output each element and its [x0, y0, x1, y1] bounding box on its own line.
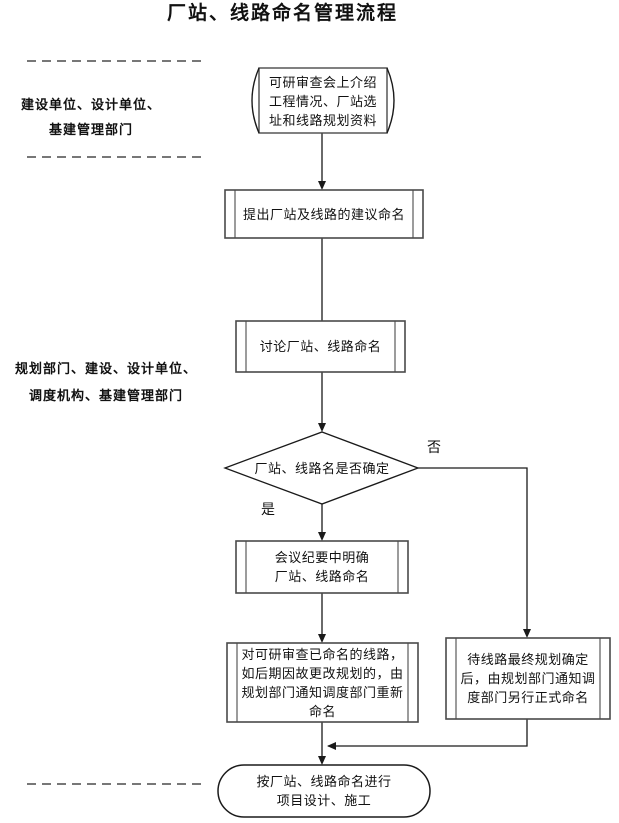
- swimlane-label-planning-departments: 规划部门、建设、设计单位、 调度机构、基建管理部门: [14, 361, 197, 403]
- decision-diamond: [223, 431, 420, 505]
- discuss-process-box: [235, 320, 406, 373]
- arrowhead-into-propose: [318, 181, 326, 190]
- rename-node-text: 对可研审查已命名的线路， 如后期因故更改规划的，由 规划部门通知调度部门重新 命…: [241, 647, 404, 719]
- propose-process-box: [224, 189, 424, 239]
- arrowhead-into-rename: [318, 634, 326, 643]
- start-data-text: 可研审查会上介绍 工程情况、厂站选 址和线路规划资料: [268, 75, 377, 128]
- flow-connectors: [321, 133, 528, 763]
- formal-process-box: [445, 637, 611, 720]
- end-node-text: 按厂站、线路命名进行 项目设计、施工: [256, 774, 392, 808]
- arrowhead-into-mainline: [327, 742, 336, 750]
- dashed-separators: [27, 60, 203, 785]
- end-terminator-shape: [217, 764, 431, 818]
- decision-no-label: 否: [427, 441, 441, 456]
- arrowheads: [318, 181, 531, 765]
- page-title: 厂站、线路命名管理流程: [166, 3, 398, 24]
- propose-node-text: 提出厂站及线路的建议命名: [242, 207, 405, 222]
- arrow-formal-to-mainline: [328, 719, 528, 747]
- rename-process-box: [226, 642, 419, 723]
- arrowhead-into-decision: [318, 423, 326, 432]
- decision-yes-label: 是: [261, 503, 275, 518]
- decision-node-text: 厂站、线路名是否确定: [254, 461, 390, 476]
- discuss-node-text: 讨论厂站、线路命名: [259, 339, 382, 354]
- arrow-decision-no-branch: [418, 467, 528, 636]
- arrowhead-into-formal: [523, 629, 531, 638]
- swimlane-label-construction-units: 建设单位、设计单位、 基建管理部门: [20, 97, 161, 137]
- arrowhead-into-end: [318, 756, 326, 765]
- arrowhead-into-minutes: [318, 532, 326, 541]
- minutes-process-box: [235, 540, 409, 594]
- formal-node-text: 待线路最终规划确定 后，由规划部门通知调 度部门另行正式命名: [460, 652, 596, 705]
- start-data-shape: [251, 67, 395, 134]
- cylinder-left-arc: [251, 67, 260, 134]
- cylinder-right-arc: [386, 67, 395, 134]
- minutes-node-text: 会议纪要中明确 厂站、线路命名: [274, 550, 370, 584]
